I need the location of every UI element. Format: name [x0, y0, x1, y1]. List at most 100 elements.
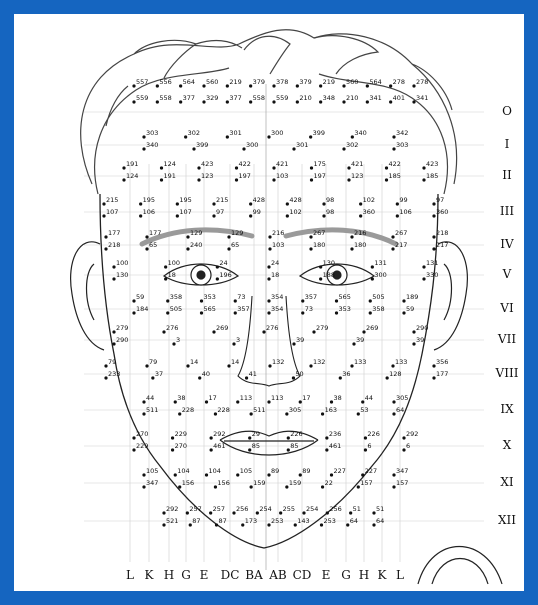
acupoint-number: 348: [323, 94, 335, 102]
acupoint-number: 37: [155, 370, 163, 378]
acupoint-number: 189: [406, 293, 418, 301]
acupoint-number: 39: [416, 336, 424, 344]
acupoint-number: 64: [350, 517, 358, 525]
acupoint-number: 79: [149, 358, 157, 366]
acupoint-number: 113: [240, 394, 252, 402]
acupoint-number: 301: [229, 129, 241, 137]
acupoint-number: 177: [149, 229, 161, 237]
acupoint-number: 131: [374, 259, 386, 267]
acupoint-number: 3: [176, 336, 180, 344]
acupoint-number: 100: [116, 259, 128, 267]
acupoint-number: 340: [146, 141, 158, 149]
acupoint-number: 6: [367, 442, 371, 450]
acupoint-number: 24: [219, 259, 227, 267]
acupoint-number: 14: [231, 358, 239, 366]
row-label: VIII: [492, 366, 522, 380]
acupoint-number: 216: [354, 229, 366, 237]
acupoint-number: 423: [201, 160, 213, 168]
acupoint-number: 64: [396, 406, 404, 414]
acupoint-number: 40: [202, 370, 210, 378]
acupoint-number: 218: [108, 241, 120, 249]
acupoint-number: 98: [326, 208, 334, 216]
acupoint-number: 360: [363, 208, 375, 216]
acupoint-number: 505: [372, 293, 384, 301]
acupoint-number: 559: [136, 94, 148, 102]
acupoint-number: 196: [219, 271, 231, 279]
acupoint-number: 133: [354, 358, 366, 366]
acupoint-number: 104: [177, 467, 189, 475]
acupoint-number: 3: [236, 336, 240, 344]
acupoint-number: 105: [240, 467, 252, 475]
diagram-frame: 5575565645602193793783792195605642782785…: [14, 14, 524, 591]
acupoint-number: 191: [126, 160, 138, 168]
acupoint-number: 17: [209, 394, 217, 402]
acupoint-number: 353: [204, 293, 216, 301]
acupoint-number: 329: [206, 94, 218, 102]
acupoint-number: 113: [271, 394, 283, 402]
acupoint-number: 39: [296, 336, 304, 344]
acupoint-number: 132: [313, 358, 325, 366]
acupoint-number: 87: [219, 517, 227, 525]
acupoint-number: 270: [136, 430, 148, 438]
acupoint-number: 180: [313, 241, 325, 249]
column-label: H: [164, 568, 174, 582]
acupoint-number: 99: [399, 196, 407, 204]
acupoint-number: 292: [166, 505, 178, 513]
acupoint-number: 218: [436, 229, 448, 237]
row-label: X: [492, 438, 522, 452]
row-label: XI: [492, 475, 522, 489]
acupoint-number: 64: [376, 517, 384, 525]
acupoint-number: 379: [299, 78, 311, 86]
acupoint-number: 341: [369, 94, 381, 102]
acupoint-number: 210: [299, 94, 311, 102]
acupoint-number: 377: [183, 94, 195, 102]
acupoint-number: 278: [416, 78, 428, 86]
acupoint-number: 105: [146, 467, 158, 475]
acupoint-number: 99: [253, 208, 261, 216]
acupoint-number: 279: [116, 324, 128, 332]
acupoint-number: 257: [189, 505, 201, 513]
acupoint-number: 253: [324, 517, 336, 525]
acupoint-number: 131: [426, 259, 438, 267]
acupoint-number: 558: [253, 94, 265, 102]
column-label: AB: [269, 568, 286, 582]
acupoint-number: 159: [289, 479, 301, 487]
column-label: L: [396, 568, 404, 582]
acupoint-number: 123: [201, 172, 213, 180]
acupoint-number: 292: [213, 430, 225, 438]
acupoint-number: 132: [272, 358, 284, 366]
acupoint-number: 356: [436, 358, 448, 366]
acupoint-number: 511: [253, 406, 265, 414]
acupoint-number: 97: [216, 208, 224, 216]
column-label: G: [341, 568, 351, 582]
acupoint-number: 341: [416, 94, 428, 102]
acupoint-number: 85: [290, 442, 298, 450]
acupoint-number: 278: [393, 78, 405, 86]
row-label: IX: [492, 402, 522, 416]
acupoint-number: 422: [389, 160, 401, 168]
acupoint-number: 269: [366, 324, 378, 332]
acupoint-number: 107: [179, 208, 191, 216]
acupoint-number: 347: [396, 467, 408, 475]
acupoint-number: 358: [170, 293, 182, 301]
acupoint-number: 130: [116, 271, 128, 279]
acupoint-number: 102: [363, 196, 375, 204]
acupoint-number: 191: [164, 172, 176, 180]
column-label: K: [145, 568, 154, 582]
acupoint-number: 342: [396, 129, 408, 137]
acupoint-number: 106: [143, 208, 155, 216]
acupoint-number: 290: [116, 336, 128, 344]
acupoint-number: 461: [329, 442, 341, 450]
acupoint-number: 302: [346, 141, 358, 149]
acupoint-number: 557: [136, 78, 148, 86]
row-label: V: [492, 267, 522, 281]
acupoint-number: 106: [399, 208, 411, 216]
acupoint-number: 256: [236, 505, 248, 513]
acupoint-number: 175: [314, 160, 326, 168]
acupoint-number: 257: [213, 505, 225, 513]
row-label: I: [492, 137, 522, 151]
column-label: L: [126, 568, 134, 582]
acupoint-number: 73: [237, 293, 245, 301]
acupoint-number: 358: [372, 305, 384, 313]
